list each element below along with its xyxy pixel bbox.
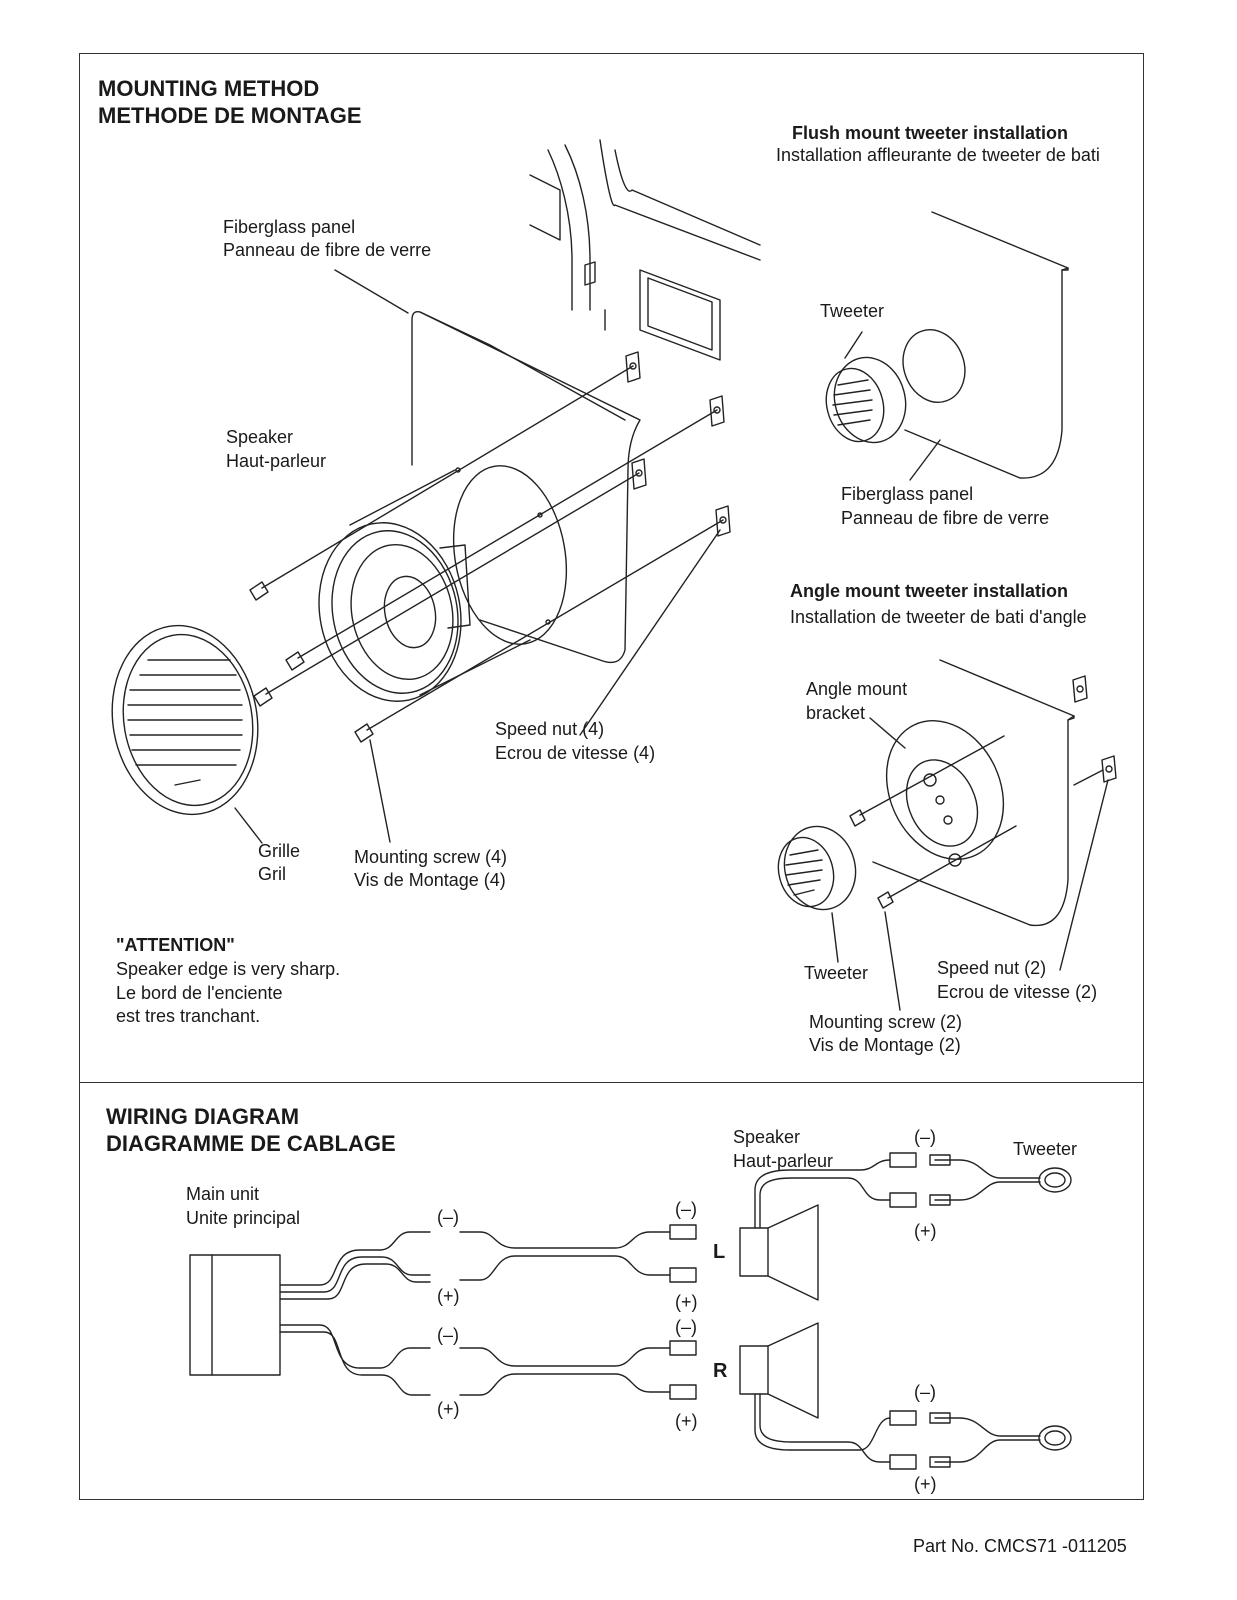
page-frame xyxy=(79,53,1144,1500)
wiring-speaker-label: Speaker xyxy=(733,1127,801,1147)
grille-label-fr: Gril xyxy=(258,864,286,884)
polarity-pos-right-end: (+) xyxy=(675,1411,698,1431)
wiring-title-fr: DIAGRAMME DE CABLAGE xyxy=(106,1131,396,1156)
speed-nut-label-fr: Ecrou de vitesse (4) xyxy=(495,743,656,763)
mounting-screw-label-fr: Vis de Montage (4) xyxy=(354,870,506,890)
angle-mount-drawing xyxy=(771,660,1116,1010)
attention-line-1: Speaker edge is very sharp. xyxy=(116,959,341,979)
angle-mount-title-fr: Installation de tweeter de bati d'angle xyxy=(790,607,1087,627)
angle-speed-nut-label: Speed nut (2) xyxy=(937,958,1047,978)
fiberglass-panel-drawing xyxy=(412,312,640,663)
speed-nut-label: Speed nut (4) xyxy=(495,719,605,739)
attention-line-2: Le bord de l'enciente xyxy=(116,983,283,1003)
flush-tweeter-label: Tweeter xyxy=(820,301,885,321)
fiberglass-panel-label-fr: Panneau de fibre de verre xyxy=(223,240,432,260)
flush-mount-drawing xyxy=(818,212,1068,480)
angle-bracket-label-2: bracket xyxy=(806,703,866,723)
wiring-speaker-label-fr: Haut-parleur xyxy=(733,1151,834,1171)
speaker-label-fr: Haut-parleur xyxy=(226,451,327,471)
polarity-neg-right-tweeter: (–) xyxy=(914,1382,936,1402)
mounting-screw-label: Mounting screw (4) xyxy=(354,847,508,867)
polarity-neg-left-end: (–) xyxy=(675,1199,697,1219)
mounting-screws-drawing xyxy=(250,366,723,742)
main-unit-label-fr: Unite principal xyxy=(186,1208,301,1228)
speaker-drawing xyxy=(303,470,530,715)
angle-mounting-screw-label-fr: Vis de Montage (2) xyxy=(809,1035,961,1055)
attention-line-3: est tres tranchant. xyxy=(116,1006,261,1026)
channel-left-label: L xyxy=(713,1241,726,1263)
main-leader-lines xyxy=(235,270,720,843)
wiring-drawing xyxy=(190,1153,1071,1469)
polarity-neg-right-end: (–) xyxy=(675,1317,697,1337)
car-interior-drawing xyxy=(530,140,760,360)
speaker-label: Speaker xyxy=(226,427,294,447)
flush-fiberglass-label: Fiberglass panel xyxy=(841,484,974,504)
angle-mounting-screw-label: Mounting screw (2) xyxy=(809,1012,963,1032)
polarity-neg-right-main: (–) xyxy=(437,1325,459,1345)
speed-nuts-drawing xyxy=(626,352,730,536)
polarity-neg-left-tweeter: (–) xyxy=(914,1127,936,1147)
part-number: Part No. CMCS71 -011205 xyxy=(913,1536,1127,1556)
angle-bracket-label: Angle mount xyxy=(806,679,908,699)
polarity-pos-right-main: (+) xyxy=(437,1399,460,1419)
channel-right-label: R xyxy=(713,1360,728,1382)
polarity-pos-right-tweeter: (+) xyxy=(914,1474,937,1494)
main-unit-label: Main unit xyxy=(186,1184,260,1204)
flush-mount-title-fr: Installation affleurante de tweeter de b… xyxy=(776,145,1100,165)
section-divider xyxy=(79,1082,1144,1083)
angle-mount-title: Angle mount tweeter installation xyxy=(790,581,1069,601)
wiring-title: WIRING DIAGRAM xyxy=(106,1104,300,1129)
mounting-title: MOUNTING METHOD xyxy=(98,76,320,101)
flush-fiberglass-label-fr: Panneau de fibre de verre xyxy=(841,508,1050,528)
wiring-tweeter-label: Tweeter xyxy=(1013,1139,1078,1159)
angle-speed-nut-label-fr: Ecrou de vitesse (2) xyxy=(937,982,1098,1002)
polarity-pos-left-tweeter: (+) xyxy=(914,1221,937,1241)
grille-drawing xyxy=(98,614,273,826)
polarity-pos-left-main: (+) xyxy=(437,1286,460,1306)
grille-label: Grille xyxy=(258,841,301,861)
mounting-title-fr: METHODE DE MONTAGE xyxy=(98,103,362,128)
polarity-pos-left-end: (+) xyxy=(675,1292,698,1312)
fiberglass-panel-label: Fiberglass panel xyxy=(223,217,356,237)
angle-tweeter-label: Tweeter xyxy=(804,963,869,983)
attention-title: "ATTENTION" xyxy=(116,935,235,955)
polarity-neg-left-main: (–) xyxy=(437,1207,459,1227)
flush-mount-title: Flush mount tweeter installation xyxy=(792,123,1069,143)
